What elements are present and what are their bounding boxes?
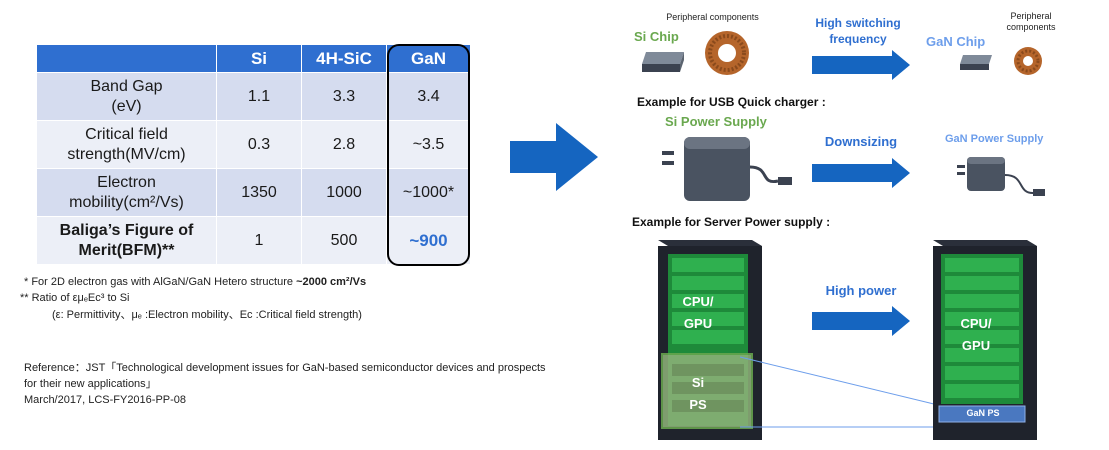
left-cpu-gpu-label: CPU/ GPU [672,291,724,335]
arrow-label-line: High switching [815,16,901,30]
value-cell: 1350 [216,168,302,217]
value-cell: 1.1 [216,72,302,121]
footnote-1-value: ~2000 cm²/Vs [296,276,367,288]
value-cell: 500 [301,216,387,265]
gan-ps-label: GaN PS [966,408,1000,418]
value-cell-highlight: ~900 [386,216,471,265]
reference-line: for their new applications」 [24,378,157,390]
peripheral-line: Peripheral [1010,11,1052,21]
reference: Reference：JST「Technological development … [24,360,604,408]
left-si-ps-line: PS [689,397,707,412]
property-line: Band Gap [90,77,163,95]
table-header-cell [36,44,217,73]
footnote-2: ** Ratio of εμₑEc³ to Si [20,292,130,304]
footnote-3: (ε: Permittivity、μₑ :Electron mobility、E… [52,309,362,321]
value-cell: 2.8 [301,120,387,169]
table-row: Baliga’s Figure of Merit(BFM)** 1 500 ~90… [36,216,471,265]
right-arrow-icon [812,50,910,80]
property-line: (eV) [111,97,142,115]
property-cell: Baliga’s Figure of Merit(BFM)** [36,216,217,265]
value-cell: 3.4 [386,72,471,121]
arrow-label-downsizing: Downsizing [824,134,898,149]
right-cpu-line: GPU [961,338,991,353]
property-line: mobility(cm²/Vs) [69,193,184,211]
right-arrow-icon [812,306,910,336]
gan-power-supply-label: GaN Power Supply [945,133,1044,145]
arrow-label-switching: High switching frequency [812,15,904,47]
peripheral-components-label: Peripheral components [666,12,759,22]
gan-usb-charger-icon [957,157,1045,196]
si-chip-icon [642,52,684,72]
table-row: Critical field strength(MV/cm) 0.3 2.8 ~3… [36,120,471,169]
small-toroid-inductor-icon [1014,47,1042,75]
value-cell: ~3.5 [386,120,471,169]
gan-chip-label: GaN Chip [926,34,986,49]
reference-line: March/2017, LCS-FY2016-PP-08 [24,394,187,406]
property-cell: Band Gap (eV) [36,72,217,121]
property-cell: Critical field strength(MV/cm) [36,120,217,169]
peripheral-line: components [1006,22,1056,32]
reference-line: Reference：JST「Technological development … [24,362,546,374]
arrow-label-high-power: High power [825,283,897,298]
property-line: strength(MV/cm) [67,145,186,163]
big-right-arrow-icon [510,123,598,191]
left-si-ps-line: Si [691,375,705,390]
right-cpu-line: CPU/ [960,316,992,331]
left-cpu-line: GPU [683,316,713,331]
property-line: Baliga’s Figure of [59,221,194,239]
peripheral-components-label-small: Peripheral components [998,11,1064,33]
footnote-1-text: * For 2D electron gas with AlGaN/GaN Het… [24,276,297,288]
server-example-title: Example for Server Power supply : [632,215,831,229]
value-cell: 3.3 [301,72,387,121]
value-cell: 1000 [301,168,387,217]
si-chip-label: Si Chip [634,29,679,44]
table-header-cell: 4H-SiC [301,44,387,73]
property-line: Merit(BFM)** [78,241,175,259]
left-si-ps-label: Si PS [672,372,724,416]
table-header-cell: Si [216,44,302,73]
comparison-table: Si 4H-SiC GaN Band Gap (eV) 1.1 3.3 3.4 C… [36,44,471,265]
left-cpu-line: CPU/ [682,294,714,309]
usb-example-title: Example for USB Quick charger : [637,95,826,109]
toroid-inductor-icon [705,31,749,75]
connector-lines [740,356,939,428]
si-power-supply-label: Si Power Supply [665,114,767,129]
gan-server-rack-icon [933,240,1037,440]
si-usb-charger-icon [662,137,792,201]
value-cell: 0.3 [216,120,302,169]
property-cell: Electron mobility(cm²/Vs) [36,168,217,217]
table-row: Band Gap (eV) 1.1 3.3 3.4 [36,72,471,121]
value-cell: 1 [216,216,302,265]
gan-column-highlight-frame [387,44,470,266]
footnote-1: * For 2D electron gas with AlGaN/GaN Het… [24,275,366,289]
arrow-label-line: frequency [829,32,887,46]
right-arrow-icon [812,158,910,188]
si-server-rack-icon [658,240,762,440]
table-header-cell: GaN [386,44,471,73]
property-line: Electron [97,173,156,191]
property-line: Critical field [85,125,168,143]
right-cpu-gpu-label: CPU/ GPU [950,313,1002,357]
gan-chip-icon [960,55,992,70]
